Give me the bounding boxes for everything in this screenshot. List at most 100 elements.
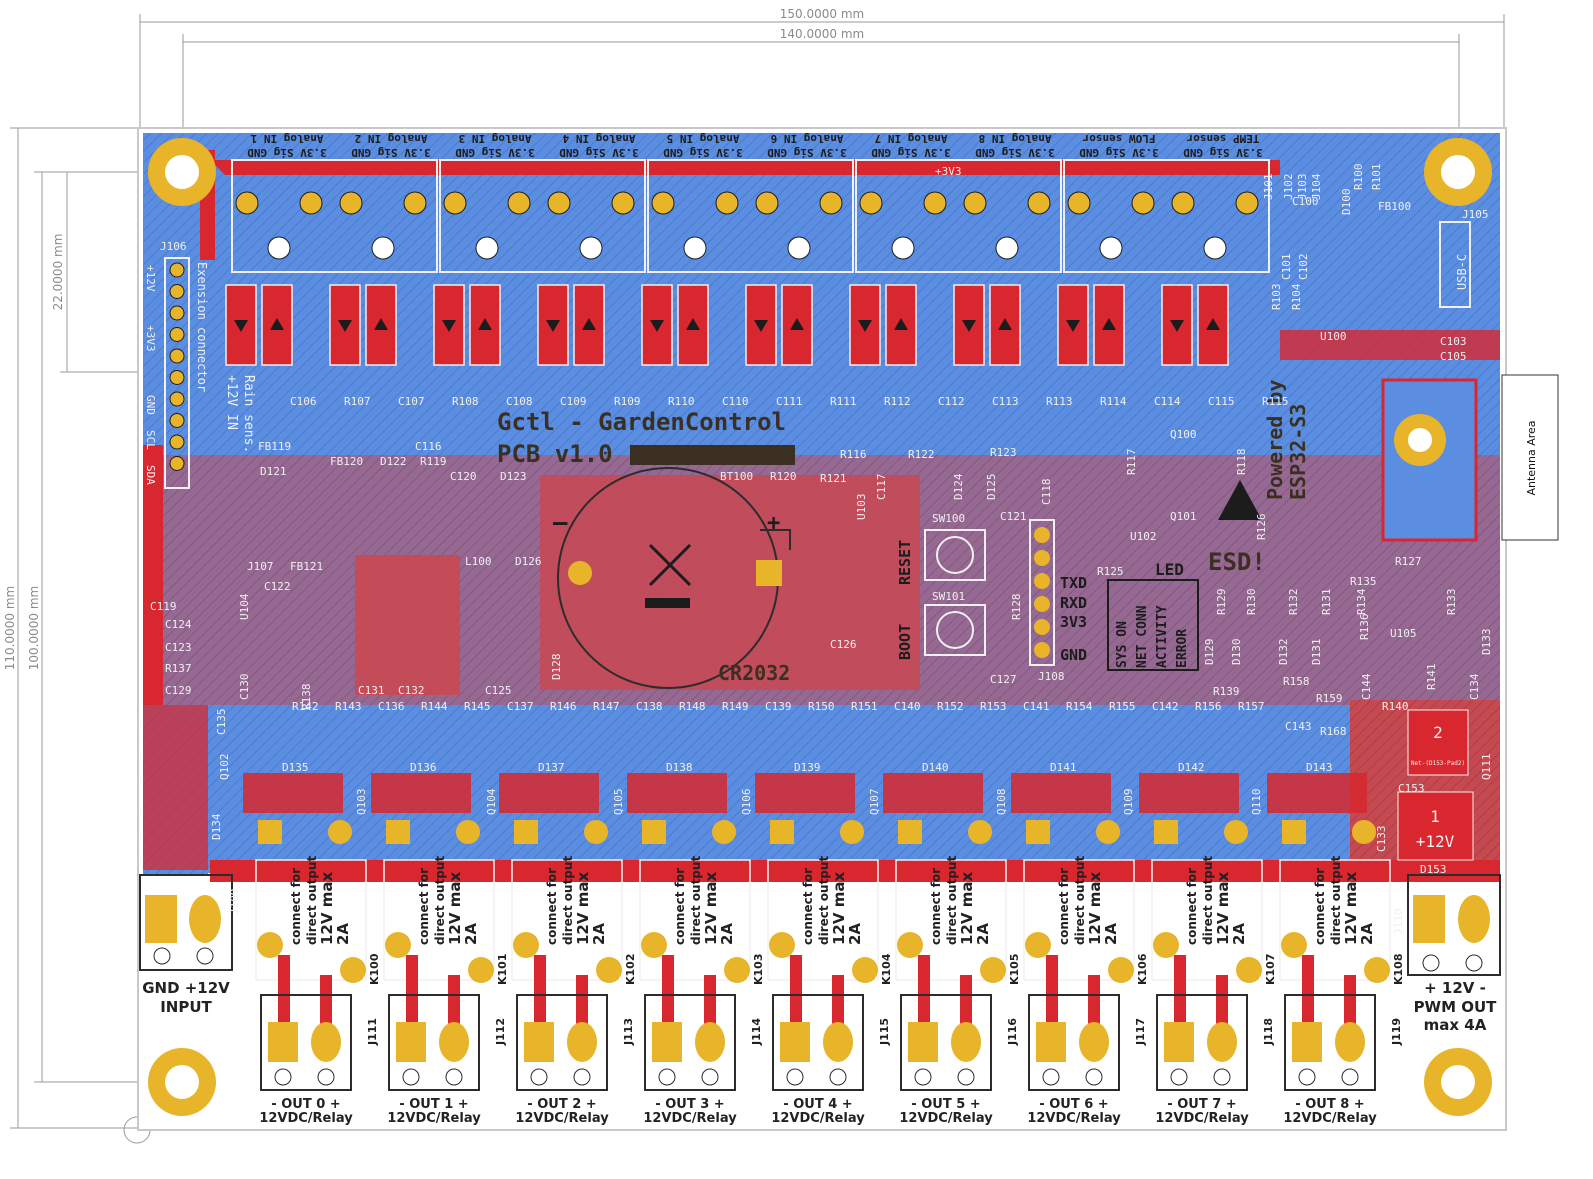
ref-designator: R110 bbox=[668, 395, 695, 408]
ref-designator: R104 bbox=[1290, 283, 1303, 310]
relay-blocks bbox=[243, 773, 1391, 1091]
relay-pad bbox=[456, 820, 480, 844]
ref-designator: J104 bbox=[1310, 173, 1323, 200]
sensor-pin bbox=[1067, 191, 1091, 215]
ref-designator: R131 bbox=[1320, 589, 1333, 616]
relay-note: 2A bbox=[462, 923, 480, 945]
filter-blocks bbox=[225, 284, 1229, 366]
ref-designator: R141 bbox=[1425, 664, 1438, 691]
relay-note: direct output bbox=[945, 856, 959, 945]
ref-designator: J101 bbox=[1262, 174, 1275, 201]
ref-designator: R117 bbox=[1125, 449, 1138, 476]
driver-block bbox=[883, 773, 983, 813]
ref-designator: D128 bbox=[550, 654, 563, 681]
ref-designator: R152 bbox=[937, 700, 964, 713]
svg-text:–: – bbox=[553, 508, 568, 536]
relay-pad bbox=[1154, 820, 1178, 844]
extension-pin bbox=[169, 370, 185, 385]
led-box bbox=[1107, 579, 1199, 671]
ref-designator: C141 bbox=[1023, 700, 1050, 713]
terminal-pad bbox=[652, 1022, 682, 1062]
sensor-header-blocks bbox=[231, 159, 1270, 273]
ref-designator: J103 bbox=[1296, 174, 1309, 201]
relay-pad bbox=[468, 957, 494, 983]
relay-pad bbox=[340, 957, 366, 983]
relay-pad bbox=[1108, 957, 1134, 983]
diode-symbol bbox=[790, 318, 804, 330]
trace bbox=[320, 975, 332, 1030]
trace bbox=[448, 975, 460, 1030]
sw-boot-ref: SW101 bbox=[932, 590, 965, 603]
ref-designator: D138 bbox=[666, 761, 693, 774]
uart-pin-label: GND bbox=[1060, 646, 1087, 664]
output-sub-label: 12VDC/Relay bbox=[643, 1111, 737, 1126]
screw-hole bbox=[530, 1068, 548, 1086]
driver-block bbox=[627, 773, 727, 813]
relay-pad bbox=[897, 932, 923, 958]
diode-symbol bbox=[686, 318, 700, 330]
output-sub-label: 12VDC/Relay bbox=[1283, 1111, 1377, 1126]
extension-pin-label: SDA bbox=[144, 465, 157, 485]
sensor-pin-label: 3.3V Sig GND bbox=[663, 146, 743, 159]
diode-symbol bbox=[478, 318, 492, 330]
board-title-line1: Gctl - GardenControl bbox=[497, 408, 786, 436]
ref-designator: C112 bbox=[938, 395, 965, 408]
ref-designator: D124 bbox=[952, 473, 965, 500]
relay-note: direct output bbox=[561, 856, 575, 945]
sensor-pin bbox=[547, 191, 571, 215]
ref-designator: C109 bbox=[560, 395, 587, 408]
connector-ref: J116 bbox=[1006, 1018, 1019, 1046]
relay-pad bbox=[641, 932, 667, 958]
ref-designator: C102 bbox=[1297, 254, 1310, 281]
relay-note: direct output bbox=[1329, 856, 1343, 945]
ref-designator: C133 bbox=[1375, 826, 1388, 853]
ref-designator: D136 bbox=[410, 761, 437, 774]
relay-note: 12V max bbox=[830, 872, 848, 945]
relay-note: connect for bbox=[801, 868, 815, 945]
connector-ref: J112 bbox=[494, 1018, 507, 1046]
extension-pin bbox=[169, 434, 185, 450]
ref-designator: FB120 bbox=[330, 455, 363, 468]
ref-designator: D132 bbox=[1277, 639, 1290, 666]
ref-designator: C105 bbox=[1440, 350, 1467, 363]
ref-designator: D134 bbox=[210, 813, 223, 840]
extension-pin bbox=[169, 262, 185, 278]
ref-designator: C114 bbox=[1154, 395, 1181, 408]
ref-designator: R148 bbox=[679, 700, 706, 713]
sensor-pin bbox=[715, 191, 739, 215]
relay-note: 12V max bbox=[1086, 872, 1104, 945]
output-sub-label: 12VDC/Relay bbox=[1155, 1111, 1249, 1126]
trace bbox=[278, 955, 290, 1030]
uart-pin bbox=[1034, 527, 1050, 543]
sensor-pin bbox=[267, 236, 291, 260]
dim-hole-spacing-y: 100.0000 mm bbox=[27, 586, 41, 670]
ref-designator: R153 bbox=[980, 700, 1007, 713]
esd-triangle bbox=[1218, 480, 1262, 520]
power-in-label2: INPUT bbox=[160, 998, 212, 1016]
ref-designator: C144 bbox=[1360, 673, 1373, 700]
ref-designator: C106 bbox=[290, 395, 317, 408]
sw-reset-ref: SW100 bbox=[932, 512, 965, 525]
screw-hole bbox=[1298, 1068, 1316, 1086]
ref-designator: R120 bbox=[770, 470, 797, 483]
relay-ref: K105 bbox=[1008, 954, 1021, 986]
extension-pin-label: GND bbox=[144, 395, 157, 415]
ref-designator: R150 bbox=[808, 700, 835, 713]
sensor-pin bbox=[443, 191, 467, 215]
sensor-pin-label: 3.3V Sig GND bbox=[975, 146, 1055, 159]
relay-pad bbox=[724, 957, 750, 983]
extension-pin bbox=[169, 284, 185, 299]
relay-pad bbox=[852, 957, 878, 983]
extension-pin bbox=[169, 305, 185, 321]
trace bbox=[918, 955, 930, 1030]
screw-hole bbox=[402, 1068, 420, 1086]
ref-designator: R107 bbox=[344, 395, 371, 408]
led-header: LED bbox=[1155, 560, 1184, 579]
battery-ref: BT100 bbox=[720, 470, 753, 483]
connector-ref: J119 bbox=[1390, 1018, 1403, 1046]
ref-designator: Q100 bbox=[1170, 428, 1197, 441]
screw-hole bbox=[1042, 1068, 1060, 1086]
sensor-pin bbox=[475, 236, 499, 260]
screw-hole bbox=[658, 1068, 676, 1086]
